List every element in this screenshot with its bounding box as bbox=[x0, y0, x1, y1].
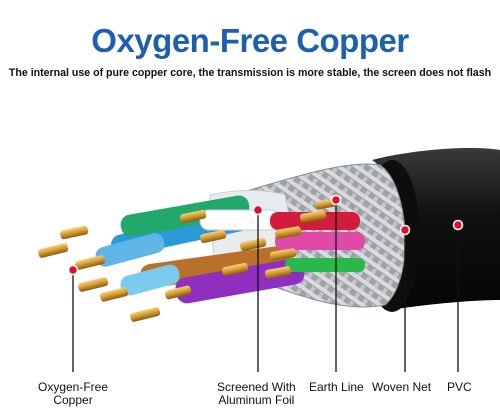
callout-label-line1: Oxygen-Free bbox=[38, 380, 109, 394]
page-title: Oxygen-Free Copper bbox=[91, 22, 409, 59]
callout-pvc: PVC bbox=[447, 381, 472, 394]
copper-tips bbox=[38, 198, 338, 322]
conductor-bundle bbox=[95, 195, 365, 304]
callout-markers bbox=[67, 194, 464, 276]
callout-oxygen-free-copper: Oxygen-Free Copper bbox=[38, 381, 108, 407]
callout-aluminum-foil: Screened With Aluminum Foil bbox=[217, 381, 296, 407]
callout-earth-line: Earth Line bbox=[309, 381, 364, 394]
callout-woven-net: Woven Net bbox=[372, 381, 431, 394]
callout-label-line1: Earth Line bbox=[309, 380, 364, 394]
callout-label-line1: Screened With bbox=[217, 380, 296, 394]
page-subtitle: The internal use of pure copper core, th… bbox=[8, 67, 492, 79]
callout-label-line2: Aluminum Foil bbox=[218, 393, 295, 407]
callout-label-line2: Copper bbox=[53, 393, 93, 407]
callout-label-line1: Woven Net bbox=[372, 380, 432, 394]
callout-lines bbox=[72, 200, 459, 372]
callout-label-line1: PVC bbox=[447, 380, 472, 394]
